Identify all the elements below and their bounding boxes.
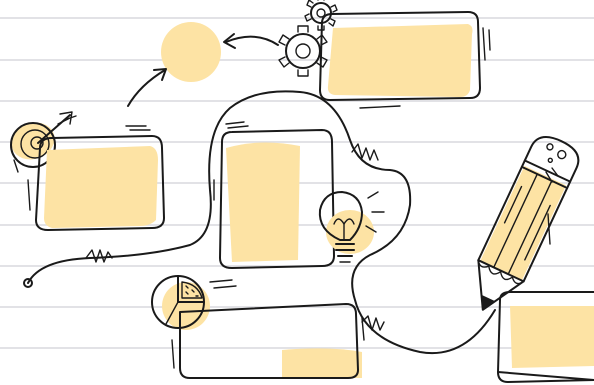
arrow-from-gears [224, 34, 278, 48]
lightbulb-icon [320, 192, 384, 262]
bottom-right-box [498, 292, 594, 382]
top-right-box [320, 12, 490, 108]
goal-circle [161, 22, 221, 82]
gears-icon [279, 0, 337, 76]
pie-chart-icon [152, 276, 236, 330]
center-box [214, 122, 334, 268]
